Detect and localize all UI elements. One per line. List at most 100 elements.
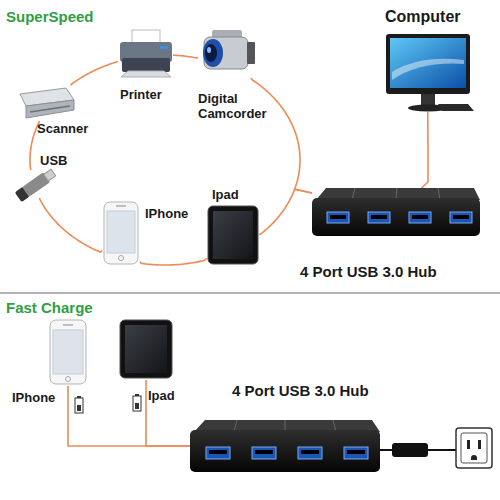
ipad-icon-part	[120, 320, 172, 378]
iphone-icon-part	[116, 205, 126, 207]
printer-icon-part	[121, 71, 171, 77]
usb-hub-icon-part	[298, 447, 322, 459]
battery-symbol	[75, 396, 83, 413]
usb-stick-icon-part	[44, 169, 56, 181]
cable-line	[68, 386, 190, 446]
iphone-icon-part	[66, 377, 71, 382]
device-node: IPhone	[102, 200, 140, 265]
power-outlet-part	[461, 433, 487, 463]
device-node: 4 Port USB 3.0 Hub	[312, 188, 480, 236]
usb-hub-icon-part	[327, 212, 349, 223]
camcorder-icon-part	[207, 47, 211, 53]
power-cable	[380, 443, 456, 457]
camcorder-icon-part	[247, 42, 255, 64]
usb-hub-icon-part	[255, 450, 273, 454]
usb-hub-icon-part	[344, 447, 368, 459]
usb-hub-icon-part	[312, 198, 480, 236]
usb-hub-icon-part	[409, 212, 431, 223]
iphone-icon-part	[63, 324, 73, 326]
iphone-icon	[50, 320, 86, 384]
device-label: 4 Port USB 3.0 Hub	[232, 382, 369, 399]
cable-line	[40, 198, 102, 252]
usb-hub-icon-part	[371, 215, 387, 219]
battery-symbol-part	[135, 403, 139, 409]
device-label: Printer	[120, 88, 162, 103]
cable-line	[259, 189, 312, 234]
ipad-icon-part	[125, 325, 167, 373]
usb-hub-icon-part	[450, 212, 472, 223]
device-node: Scanner	[15, 85, 75, 121]
scanner-icon	[20, 88, 74, 118]
computer-icon-part	[421, 94, 435, 106]
computer-icon-part	[386, 34, 470, 94]
usb-hub-icon-part	[330, 215, 346, 219]
device-label: Digital Camcorder	[198, 92, 278, 122]
ipad-icon	[208, 206, 258, 264]
usb-hub-icon-part	[453, 215, 469, 219]
device-node: Digital Camcorder	[198, 28, 256, 78]
usb-hub-icon-part	[301, 450, 319, 454]
device-node: 4 Port USB 3.0 Hub	[190, 420, 380, 472]
ipad-icon-part	[208, 206, 258, 264]
usb-hub-icon-part	[206, 447, 230, 459]
power-outlet-part	[456, 428, 492, 468]
usb-stick-icon	[15, 168, 57, 202]
iphone-icon-part	[104, 202, 138, 264]
iphone-icon-part	[119, 256, 124, 261]
printer-icon-part	[160, 46, 168, 49]
device-node: USB	[18, 170, 56, 198]
battery-symbol-part	[133, 396, 141, 411]
power-outlet-part	[478, 440, 481, 449]
usb-hub-icon-part	[190, 430, 380, 472]
power-cable-part	[380, 449, 392, 451]
battery-symbol-part	[135, 394, 139, 396]
section-divider	[0, 292, 500, 294]
camcorder-icon	[203, 30, 255, 69]
usb-hub-icon	[312, 188, 480, 236]
cable-line	[70, 61, 118, 85]
power-outlet-part	[467, 440, 470, 449]
device-label: Computer	[385, 8, 461, 26]
power-cable-part	[428, 449, 456, 451]
power-cable-part	[392, 443, 428, 457]
printer-icon-part	[122, 58, 170, 72]
camcorder-icon-part	[203, 39, 223, 67]
printer-icon	[120, 30, 172, 77]
iphone-icon-part	[53, 330, 83, 374]
usb-hub-icon-part	[347, 450, 365, 454]
cable-line	[173, 55, 198, 58]
cable-line	[251, 78, 312, 193]
device-label: Ipad	[212, 188, 239, 203]
power-outlet-part	[471, 455, 477, 460]
scanner-icon-part	[30, 106, 70, 112]
device-node: Computer	[385, 32, 470, 112]
power-outlet	[456, 428, 492, 468]
device-label: IPhone	[12, 391, 55, 406]
device-label: Scanner	[37, 122, 88, 137]
camcorder-icon-part	[205, 44, 217, 62]
device-node: IPhone	[48, 318, 88, 386]
device-node: Ipad	[207, 205, 259, 265]
computer-icon-part	[390, 38, 466, 88]
ipad-icon-part	[213, 211, 253, 259]
usb-hub-icon-part	[412, 215, 428, 219]
iphone-icon-part	[107, 211, 135, 253]
usb-hub-icon	[190, 420, 380, 472]
device-node: Printer	[118, 30, 173, 75]
cable-line	[146, 380, 190, 446]
computer-icon-part	[392, 59, 464, 80]
section-heading: Fast Charge	[6, 299, 93, 316]
battery-symbol-part	[77, 396, 81, 398]
section-heading: SuperSpeed	[6, 8, 94, 25]
computer-icon-part	[438, 104, 474, 111]
cable-line	[422, 112, 428, 188]
device-label: Ipad	[148, 389, 175, 404]
camcorder-icon-part	[204, 37, 248, 69]
iphone-icon	[104, 202, 138, 264]
iphone-icon-part	[50, 320, 86, 384]
battery-symbol-part	[77, 405, 81, 411]
scanner-icon-part	[26, 100, 74, 118]
